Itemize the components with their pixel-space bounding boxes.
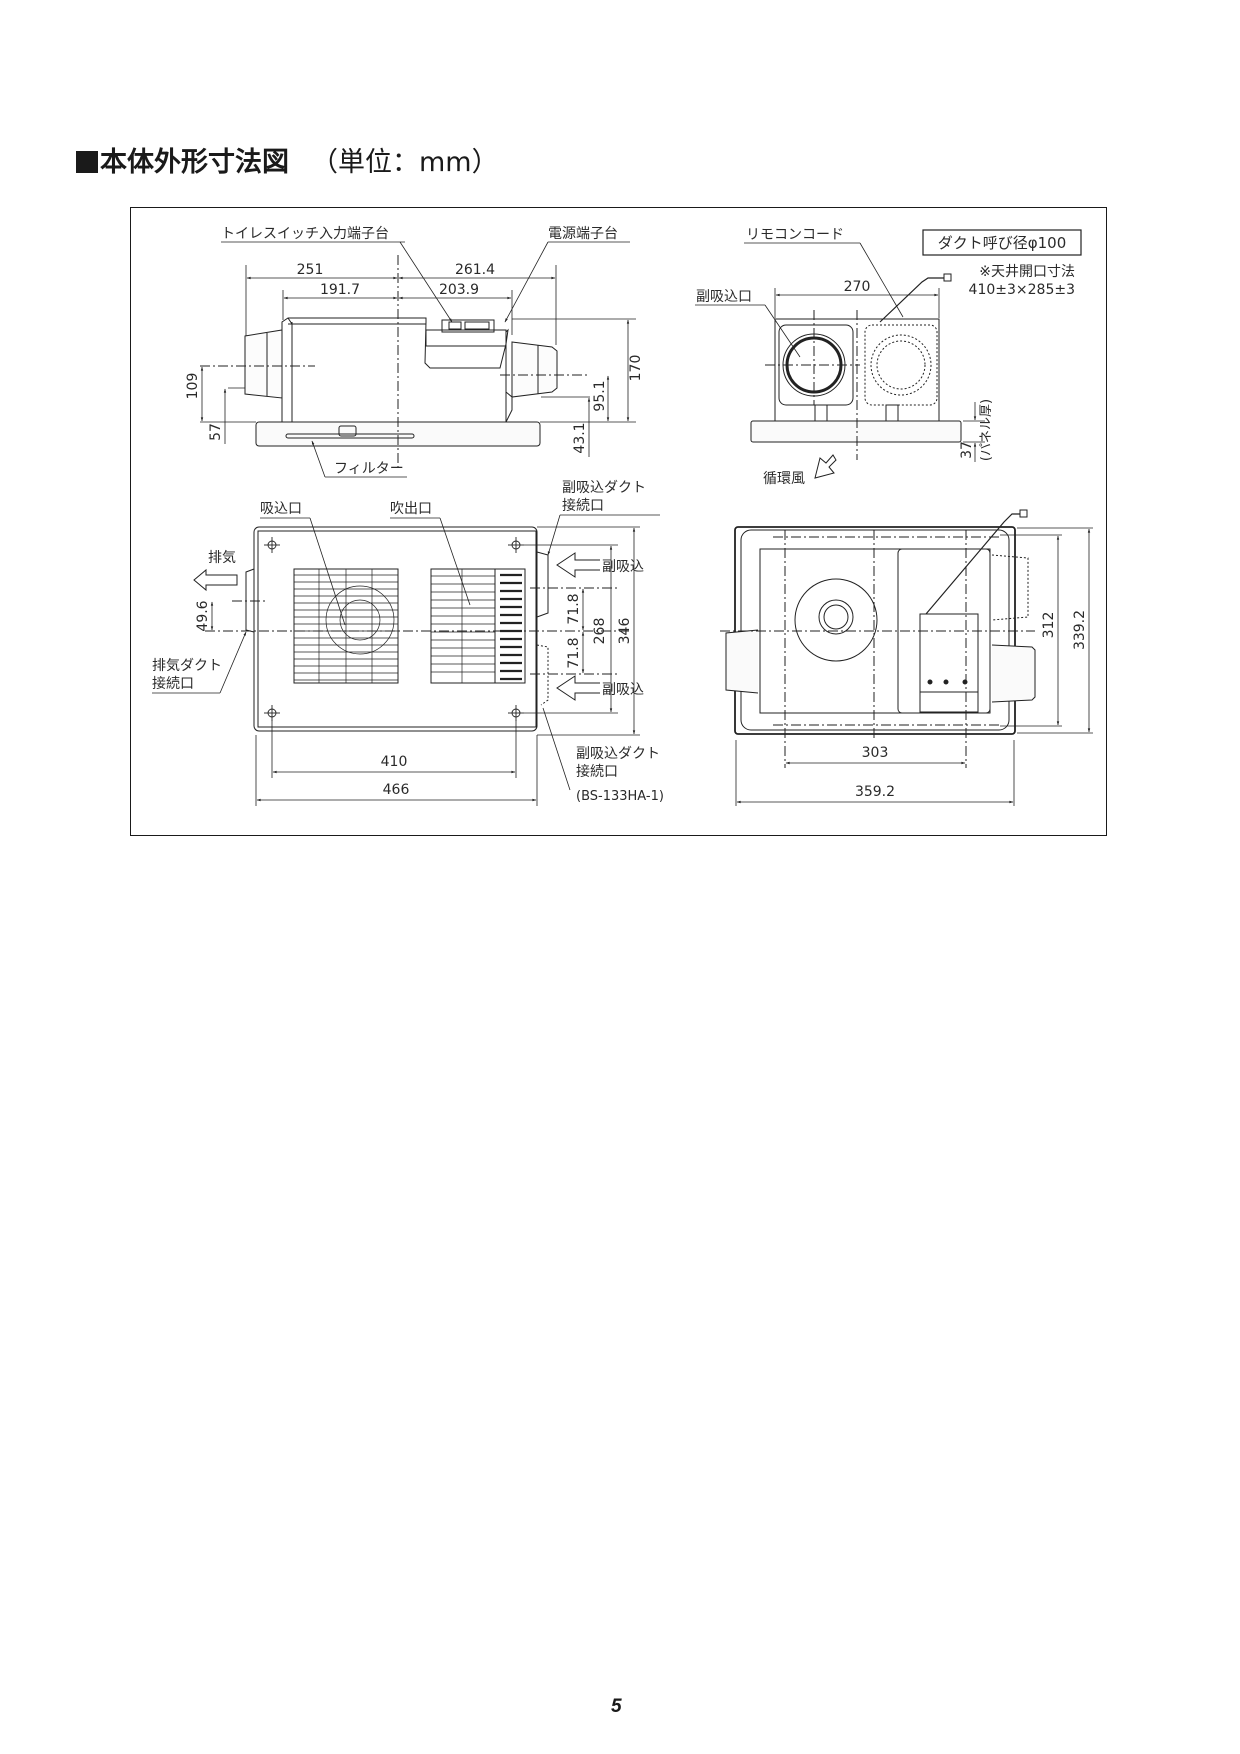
label-outlet: 吹出口 [390,501,432,517]
page-title: 本体外形寸法図 （単位：mm） [76,140,499,179]
label-sub-duct-bottom-line2: 接続口 [576,763,618,780]
dim-251: 251 [297,262,324,278]
label-sub-inlet: 副吸込口 [696,289,752,305]
dim-43-1: 43.1 [572,422,588,453]
page-number: 5 [611,1696,622,1717]
label-toilet-switch-terminal: トイレスイッチ入力端子台 [221,226,389,242]
dim-268: 268 [592,618,608,645]
dim-466: 466 [383,782,410,798]
label-sub-intake-top: 副吸込 [602,559,644,575]
label-exhaust-duct-line2: 接続口 [152,675,194,692]
dim-49-6: 49.6 [195,600,211,631]
label-sub-duct-top-line1: 副吸込ダクト [562,480,646,496]
dim-57: 57 [208,423,224,441]
bottom-view [152,514,660,806]
label-sub-duct-top-line2: 接続口 [562,497,604,514]
label-sub-duct-bottom-line1: 副吸込ダクト [576,746,660,762]
dim-71-8-lower: 71.8 [566,637,582,668]
drawing-frame [130,207,1107,836]
label-exhaust: 排気 [208,550,236,566]
top-view [720,509,1093,806]
dim-359-2: 359.2 [855,784,895,800]
side-view [200,241,636,478]
front-view [695,229,1082,479]
dim-303: 303 [862,745,889,761]
ceiling-opening-size: 410±3×285±3 [969,282,1075,298]
dim-170: 170 [628,355,644,382]
dim-109: 109 [185,373,201,400]
ceiling-opening-note: ※天井開口寸法 [979,264,1075,280]
label-intake: 吸込口 [260,501,302,517]
dim-95-1: 95.1 [592,380,608,411]
label-sub-intake-bottom: 副吸込 [602,682,644,698]
label-filter: フィルター [334,461,404,477]
label-panel-thickness: (パネル厚) [979,399,994,461]
square-bullet-icon [76,151,98,173]
unit-label: （単位：mm） [311,147,499,178]
dim-312: 312 [1041,612,1057,639]
label-exhaust-duct-line1: 排気ダクト [152,658,222,674]
dim-261-4: 261.4 [455,262,495,278]
dim-203-9: 203.9 [439,282,479,298]
label-model-number: (BS-133HA-1) [576,789,664,804]
dim-346: 346 [617,618,633,645]
dim-71-8-upper: 71.8 [566,593,582,624]
dim-37: 37 [959,441,975,459]
title-text: 本体外形寸法図 [100,147,289,178]
dim-270: 270 [844,279,871,295]
label-remote-cord: リモコンコード [746,227,844,243]
dim-191-7: 191.7 [320,282,360,298]
dim-339-2: 339.2 [1072,610,1088,650]
dim-410: 410 [381,754,408,770]
label-circulation: 循環風 [763,471,805,487]
duct-diameter-note: ダクト呼び径φ100 [938,234,1067,252]
label-power-terminal: 電源端子台 [548,226,618,242]
